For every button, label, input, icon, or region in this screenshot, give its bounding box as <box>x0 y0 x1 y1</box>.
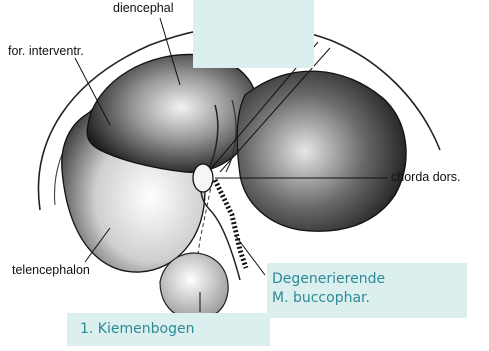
posterior-brain-region <box>237 71 406 231</box>
label-chorda-dors: chorda dors. <box>391 170 460 184</box>
callout-buccophar: M. buccophar. <box>272 289 370 308</box>
callout-degenerierende: Degenerierende <box>272 270 385 289</box>
first-arch-region <box>160 253 228 319</box>
leader-membrane <box>235 235 265 275</box>
chorda-bulb <box>193 164 213 192</box>
label-diencephalon: diencephal <box>113 1 173 15</box>
label-telencephalon: telencephalon <box>12 263 90 277</box>
diencephalon-region <box>87 54 257 172</box>
callout-kiemenbogen: 1. Kiemenbogen <box>80 320 194 339</box>
callout-box-top <box>193 0 314 68</box>
label-for-interventr: for. interventr. <box>8 44 84 58</box>
